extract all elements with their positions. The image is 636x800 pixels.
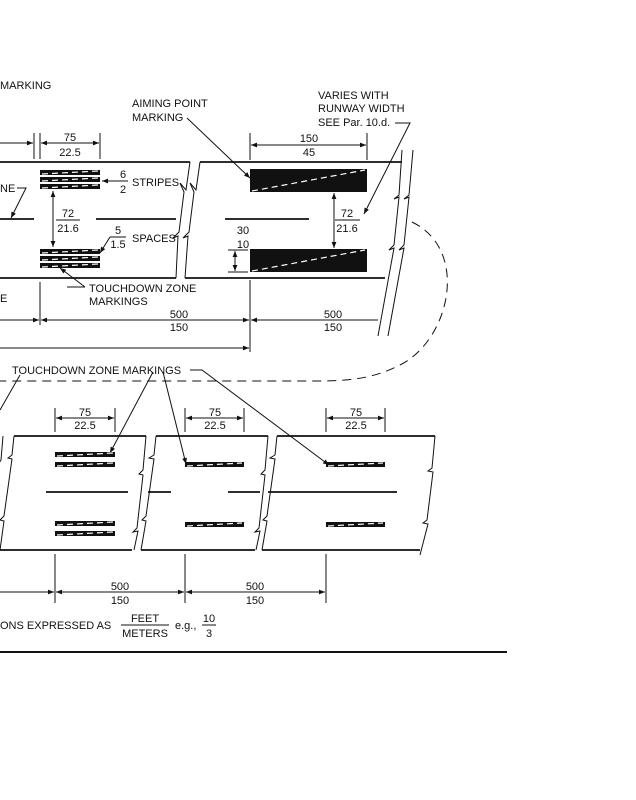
stripe-width-feet: 6 [120, 169, 126, 181]
dim-spacing-bottom-1: 500 150 [56, 581, 184, 607]
footnote-prefix: ONS EXPRESSED AS [0, 620, 111, 632]
centerline-label-partial: NE [0, 183, 15, 195]
units-footnote: ONS EXPRESSED AS FEET METERS e.g., 10 3 [0, 613, 216, 640]
tdz-marking-top-upper [40, 170, 100, 189]
varies-label-line2: RUNWAY WIDTH [318, 103, 405, 115]
dim-feet: 150 [300, 133, 318, 145]
tdz-bottom-leader-0 [0, 374, 21, 411]
tdz-marking-bottom-3-upper [326, 462, 385, 467]
gap-right-feet: 72 [341, 208, 353, 220]
aiming-width-feet: 30 [237, 225, 249, 237]
aiming-point-label-line1: AIMING POINT [132, 98, 208, 110]
tdz-bottom-leader-3 [190, 369, 330, 466]
aiming-point-label-line2: MARKING [132, 112, 183, 124]
space-width-meters: 1.5 [110, 239, 125, 251]
tdz-marking-bottom-3-lower [326, 522, 385, 527]
tdz-marking-bottom-2-upper [185, 462, 244, 467]
gap-right-meters: 21.6 [336, 223, 357, 235]
section-title-partial: MARKING [0, 80, 51, 92]
footnote-numerator: FEET [131, 613, 159, 625]
dim-feet: 75 [350, 407, 362, 419]
aiming-point-marking-lower [250, 249, 367, 272]
dim-meters: 45 [303, 147, 315, 159]
dim-meters: 22.5 [204, 420, 225, 432]
top-runway [0, 149, 414, 337]
tdz-marking-top-lower [40, 249, 100, 268]
dim-meters: 150 [111, 595, 129, 607]
tdz-top-label-line1: TOUCHDOWN ZONE [89, 283, 196, 295]
dim-tdz-width-top: 75 22.5 [0, 132, 101, 159]
dim-tdz-width-bottom-2: 75 22.5 [184, 407, 245, 432]
dim-meters: 22.5 [74, 420, 95, 432]
space-width-feet: 5 [115, 225, 121, 237]
dim-meters: 150 [324, 322, 342, 334]
dim-meters: 22.5 [59, 147, 80, 159]
spaces-label: SPACES [132, 233, 176, 245]
dim-meters: 150 [170, 322, 188, 334]
aiming-width-meters: 10 [237, 239, 249, 251]
tdz-marking-bottom-2-lower [185, 522, 244, 527]
left-label-partial: E [0, 293, 7, 305]
dim-feet: 75 [64, 132, 76, 144]
bottom-runway [0, 435, 436, 556]
stripes-label: STRIPES [132, 177, 179, 189]
centerline-leader [10, 187, 27, 219]
dim-tdz-width-bottom-3: 75 22.5 [325, 407, 386, 432]
spaces-leader [99, 236, 111, 254]
dim-feet: 75 [79, 407, 91, 419]
dim-feet: 500 [170, 309, 188, 321]
tdz-bottom-label: TOUCHDOWN ZONE MARKINGS [12, 365, 181, 377]
dim-feet: 500 [246, 581, 264, 593]
tdz-top-label-line2: MARKINGS [89, 296, 148, 308]
footnote-eg-numerator: 10 [203, 613, 215, 625]
dim-tdz-width-bottom-1: 75 22.5 [54, 407, 116, 432]
footnote-eg: e.g., [175, 620, 196, 632]
footnote-eg-denominator: 3 [206, 628, 212, 640]
varies-label-line1: VARIES WITH [318, 90, 389, 102]
continuation-dashed-curve [0, 221, 448, 382]
aiming-point-leader [186, 117, 251, 179]
stripe-width-meters: 2 [120, 184, 126, 196]
footnote-denominator: METERS [122, 628, 168, 640]
tdz-marking-bottom-1-lower [55, 521, 115, 536]
dim-feet: 500 [324, 309, 342, 321]
tdz-marking-bottom-1-upper [55, 452, 115, 467]
dim-aiming-length: 150 45 [249, 133, 368, 160]
tdz-bottom-leader-2 [162, 371, 187, 465]
aiming-point-marking-upper [250, 169, 367, 192]
gap-left-meters: 21.6 [57, 223, 78, 235]
dim-meters: 150 [246, 595, 264, 607]
gap-left-feet: 72 [62, 208, 74, 220]
varies-leader [363, 122, 411, 215]
dim-meters: 22.5 [345, 420, 366, 432]
dim-feet: 500 [111, 581, 129, 593]
dim-spacing-bottom-2: 500 150 [186, 581, 325, 607]
dim-feet: 75 [209, 407, 221, 419]
tdz-top-leader [59, 267, 86, 288]
varies-label-line3: SEE Par. 10.d. [318, 117, 390, 129]
dim-spacing-top-1: 500 150 [41, 309, 249, 334]
dim-spacing-top-2: 500 150 [251, 309, 378, 334]
tdz-bottom-leader-1 [109, 371, 154, 454]
